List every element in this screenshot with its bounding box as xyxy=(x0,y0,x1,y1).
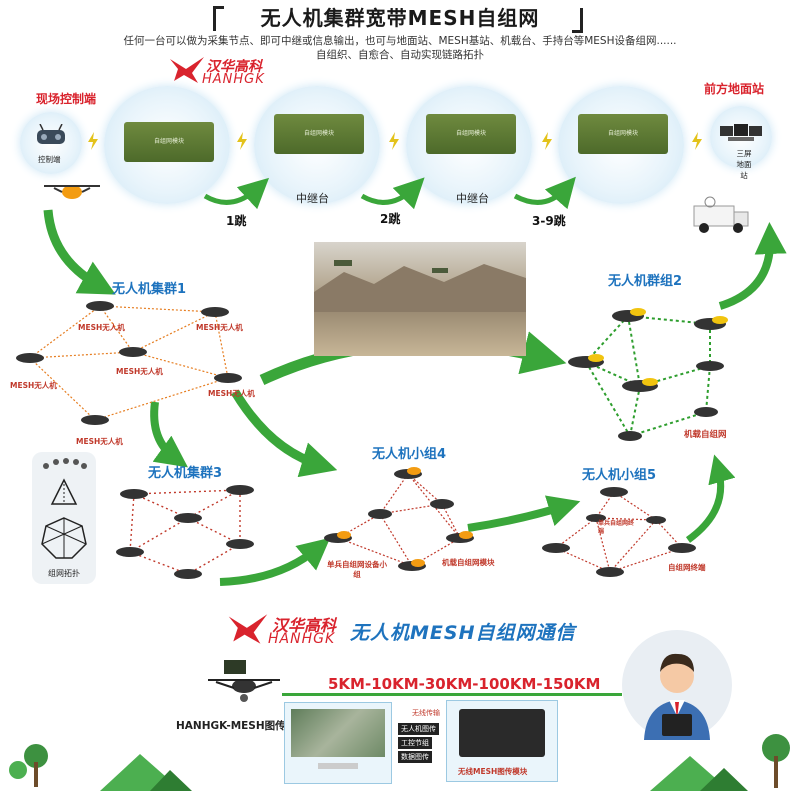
command-truck-icon xyxy=(692,196,752,240)
field-control-label: 现场控制端 xyxy=(36,92,97,106)
hop-label-1: 1跳 xyxy=(226,214,247,228)
link-bolt-icon xyxy=(389,132,399,150)
link-bolt-icon xyxy=(692,132,702,150)
hop-label-3: 3-9跳 xyxy=(532,214,566,228)
relay-label-1: 中继台 xyxy=(296,192,329,205)
operator-circle xyxy=(622,630,732,740)
link-bolt-icon xyxy=(88,132,98,150)
control-drone-icon xyxy=(44,180,100,210)
link-bolt-icon xyxy=(237,132,247,150)
brand-cn-top: 汉华高科 xyxy=(206,59,262,75)
map-screen xyxy=(291,709,385,757)
mesh-module-4: 自组网模块 xyxy=(578,114,668,154)
cluster1-node-label: MESH无人机 xyxy=(208,389,255,398)
cluster3-title: 无人机集群3 xyxy=(148,466,223,481)
group5-note-a: 单兵自组网终端 xyxy=(598,520,635,535)
monitor-panel xyxy=(284,702,392,784)
cluster1-node-label: MESH无人机 xyxy=(78,323,125,332)
mesh-module-1: 自组网模块 xyxy=(124,122,214,162)
comm-title: 无人机MESH自组网通信 xyxy=(350,622,576,644)
monitor-stand xyxy=(318,763,358,769)
group4-note-b: 机载自组网模块 xyxy=(442,558,495,567)
module-label: 无线MESH图传模块 xyxy=(458,767,528,776)
menu-item-video: 无人机图传 xyxy=(398,723,439,735)
mesh-module-device xyxy=(459,709,545,757)
subtitle-line2: 自组织、自愈合、自动实现链路拓扑 xyxy=(316,49,484,61)
menu-item-data: 数据图传 xyxy=(398,751,432,763)
topology-panel: 组网拓扑 xyxy=(32,452,96,584)
controller-label: 控制端 xyxy=(38,155,61,164)
topology-icon xyxy=(41,458,87,559)
hawk-logo-icon xyxy=(170,57,204,83)
three-screen-station-icon xyxy=(720,124,762,146)
group4-title: 无人机小组4 xyxy=(372,447,447,462)
cluster3-mesh xyxy=(116,485,254,579)
mesh-drone-device-icon xyxy=(204,660,284,714)
forward-station-label: 前方地面站 xyxy=(704,82,765,96)
device-label: HANHGK-MESH图传 xyxy=(176,720,286,732)
brand-logo-bottom xyxy=(226,612,270,650)
operator-icon xyxy=(644,653,710,740)
cluster2-note: 机载自组网 xyxy=(684,430,727,440)
link-bolt-icon xyxy=(542,132,552,150)
group5-mesh xyxy=(542,487,696,577)
remote-controller-icon xyxy=(34,123,68,152)
cluster1-node-label: MESH无人机 xyxy=(196,323,243,332)
station-label: 三屏地面站 xyxy=(736,149,752,180)
wireless-label: 无线传输 xyxy=(412,709,440,717)
hop-label-2: 2跳 xyxy=(380,212,401,226)
brand-cn-bottom: 汉华高科 xyxy=(272,616,337,635)
cluster1-node-label: MESH无人机 xyxy=(10,381,57,390)
title-bracket-left xyxy=(213,6,224,31)
menu-item-control: 工控节组 xyxy=(398,737,432,749)
landscape-decoration xyxy=(9,734,790,791)
mesh-module-2: 自组网模块 xyxy=(274,114,364,154)
hawk-logo-icon xyxy=(228,614,268,644)
group5-title: 无人机小组5 xyxy=(582,468,657,483)
topology-label: 组网拓扑 xyxy=(48,569,80,578)
group4-note-a: 单兵自组网设备小组 xyxy=(327,560,387,579)
subtitle-line1: 任何一台可以做为采集节点、即可中继或信息输出，也可与地面站、MESH基站、机载台… xyxy=(123,35,677,47)
helicopter-landscape-photo xyxy=(314,242,526,356)
page-title: 无人机集群宽带MESH自组网 xyxy=(260,6,540,30)
brand-en-bottom: HANHGK xyxy=(268,631,336,647)
mesh-module-panel xyxy=(446,700,558,782)
group5-note-b: 自组网终端 xyxy=(668,563,706,572)
brand-logo-top xyxy=(168,55,206,89)
range-label: 5KM-10KM-30KM-100KM-150KM xyxy=(328,675,601,693)
cluster1-mesh xyxy=(16,301,242,425)
group4-mesh xyxy=(324,467,474,571)
cluster2-title: 无人机群组2 xyxy=(608,274,683,289)
mesh-module-3: 自组网模块 xyxy=(426,114,516,154)
relay-label-2: 中继台 xyxy=(456,192,489,205)
cluster1-title: 无人机集群1 xyxy=(112,282,187,297)
range-bar xyxy=(282,693,622,696)
brand-en-top: HANHGK xyxy=(202,72,265,87)
title-bracket-right xyxy=(572,8,583,33)
cluster2-mesh xyxy=(568,308,728,441)
cluster1-node-label: MESH无人机 xyxy=(116,367,163,376)
cluster1-node-label: MESH无人机 xyxy=(76,437,123,446)
